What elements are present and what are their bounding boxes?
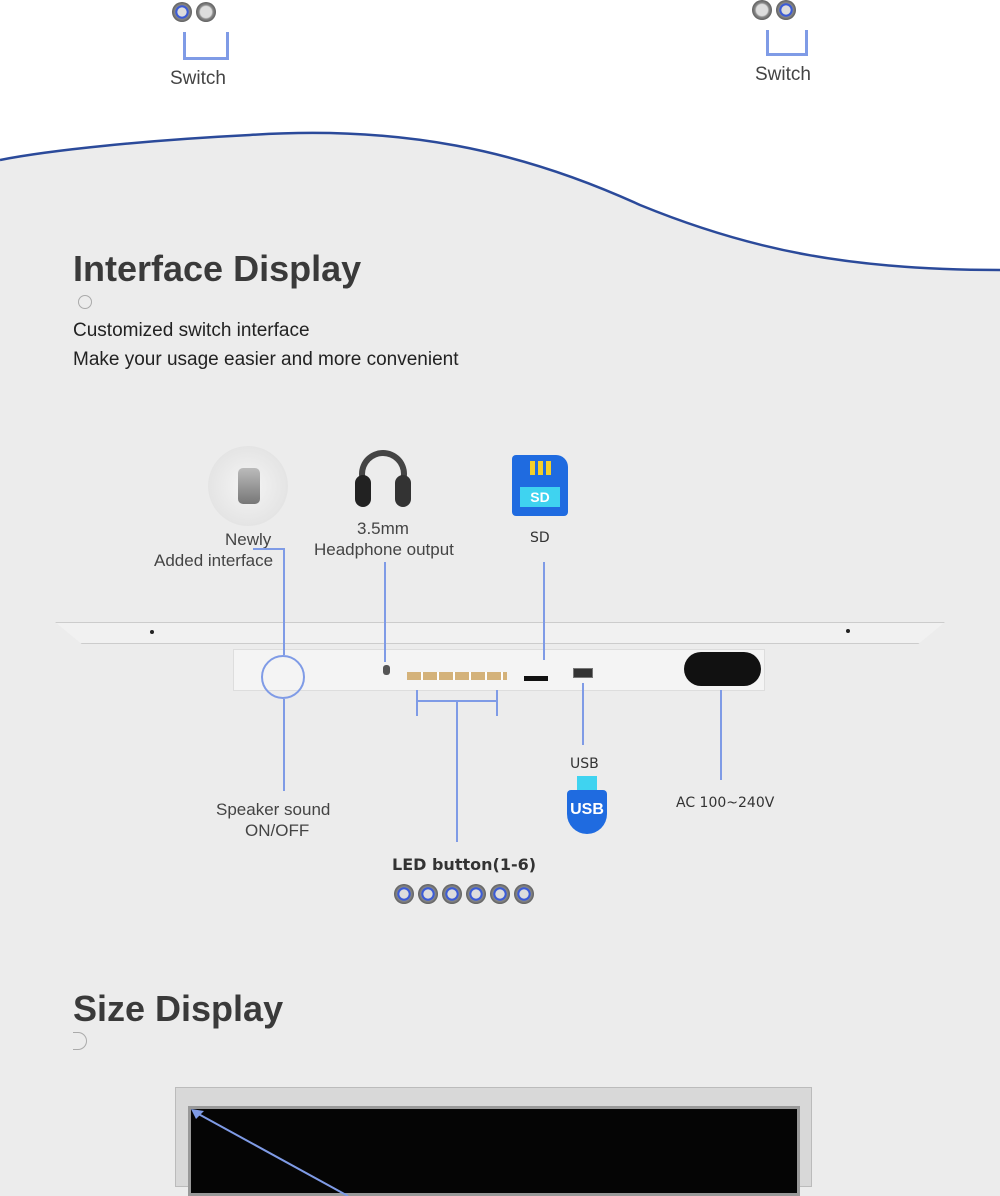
speaker-switch-highlight <box>261 655 305 699</box>
sd-label: SD <box>530 530 550 546</box>
diagonal-arrow <box>191 1109 349 1196</box>
switch-label-left: Switch <box>170 68 226 89</box>
circle-icon <box>78 295 92 309</box>
switch-label-right: Switch <box>755 64 811 85</box>
monitor-frame <box>175 1087 812 1196</box>
ac-power-socket <box>684 652 761 686</box>
added-interface-label: Added interface <box>154 551 274 570</box>
screw-hole <box>846 629 850 633</box>
switch-buttons-right <box>752 0 800 25</box>
headphone-size-label: 3.5mm <box>357 519 409 538</box>
ac-voltage-label: AC 100~240V <box>676 795 775 811</box>
usb-label: USB <box>570 756 599 772</box>
panel-top-edge <box>55 622 945 644</box>
sd-slot <box>524 676 548 681</box>
headphone-jack <box>383 665 390 675</box>
usb-port <box>573 668 593 678</box>
rear-port-panel <box>233 649 765 691</box>
usb-drive-icon: USB <box>567 776 607 834</box>
interface-title: Interface Display <box>73 248 362 289</box>
headphone-label: Headphone output <box>314 540 454 559</box>
interface-line-1: Customized switch interface <box>73 320 310 341</box>
screw-hole <box>150 630 154 634</box>
speaker-label: Speaker sound <box>216 800 331 819</box>
switch-arrow-left <box>183 32 229 60</box>
led-buttons-icon <box>394 884 538 909</box>
speaker-onoff-label: ON/OFF <box>245 821 310 840</box>
headphone-icon <box>355 450 411 510</box>
newly-label: Newly <box>225 530 272 549</box>
toggle-switch-icon <box>208 446 288 526</box>
sd-card-icon: SD <box>512 455 568 516</box>
wave-divider <box>0 0 1000 272</box>
led-connector <box>407 672 507 680</box>
switch-arrow-right <box>766 30 808 56</box>
arc-icon <box>73 1032 87 1050</box>
led-button-label: LED button(1-6) <box>392 855 537 874</box>
switch-buttons-left <box>172 2 220 27</box>
size-title: Size Display <box>73 988 284 1029</box>
interface-line-2: Make your usage easier and more convenie… <box>73 349 459 370</box>
